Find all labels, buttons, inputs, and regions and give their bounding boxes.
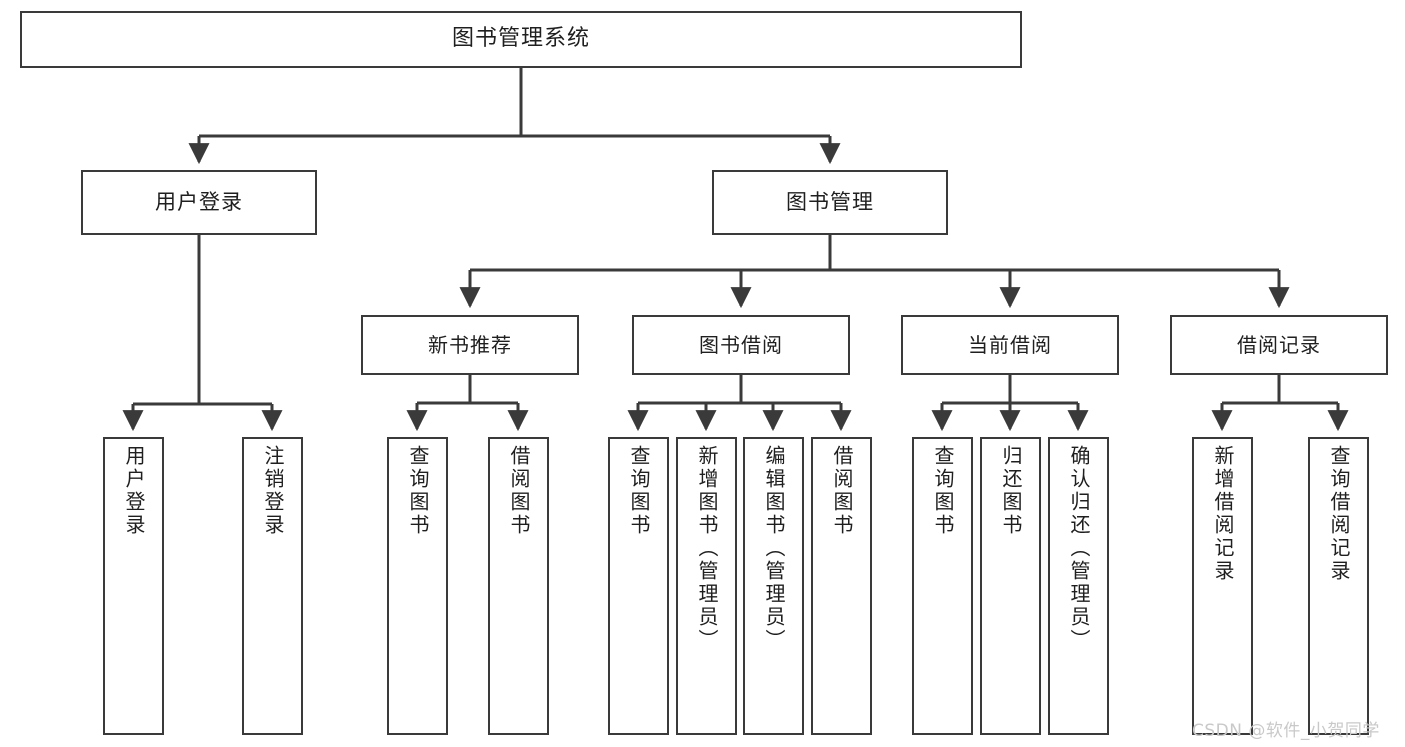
leaf-record-add[interactable]: 新增借阅记录 [1192,437,1253,735]
node-borrow-record[interactable]: 借阅记录 [1170,315,1388,375]
node-new-book-recommend-label: 新书推荐 [428,332,512,357]
node-book-manage[interactable]: 图书管理 [712,170,948,235]
node-new-book-recommend[interactable]: 新书推荐 [361,315,579,375]
leaf-borrow-borrow-book-label: 借阅图书 [830,445,854,537]
leaf-user-login-logout-label: 注销登录 [261,445,285,537]
leaf-borrow-edit-book-label: 编辑图书（管理员） [762,445,786,652]
leaf-borrow-query-book[interactable]: 查询图书 [608,437,669,735]
leaf-borrow-query-book-label: 查询图书 [627,445,651,537]
node-current-borrow[interactable]: 当前借阅 [901,315,1119,375]
leaf-new-book-query[interactable]: 查询图书 [387,437,448,735]
node-root-label: 图书管理系统 [451,26,590,52]
leaf-borrow-add-book[interactable]: 新增图书（管理员） [676,437,737,735]
leaf-current-return-book-label: 归还图书 [999,445,1023,537]
leaf-borrow-add-book-label: 新增图书（管理员） [695,445,719,652]
leaf-current-confirm-return[interactable]: 确认归还（管理员） [1048,437,1109,735]
node-user-login[interactable]: 用户登录 [81,170,317,235]
leaf-borrow-edit-book[interactable]: 编辑图书（管理员） [743,437,804,735]
leaf-record-query-label: 查询借阅记录 [1327,445,1351,583]
leaf-current-confirm-return-label: 确认归还（管理员） [1067,445,1091,652]
node-borrow-record-label: 借阅记录 [1237,332,1321,357]
leaf-record-add-label: 新增借阅记录 [1211,445,1235,583]
node-current-borrow-label: 当前借阅 [968,332,1052,357]
leaf-new-book-borrow-label: 借阅图书 [507,445,531,537]
leaf-current-query-book[interactable]: 查询图书 [912,437,973,735]
leaf-user-login-login-label: 用户登录 [122,445,146,537]
leaf-current-query-book-label: 查询图书 [931,445,955,537]
leaf-user-login-login[interactable]: 用户登录 [103,437,164,735]
node-root[interactable]: 图书管理系统 [20,11,1022,68]
node-book-manage-label: 图书管理 [786,189,874,214]
node-user-login-label: 用户登录 [155,189,243,214]
leaf-user-login-logout[interactable]: 注销登录 [242,437,303,735]
leaf-current-return-book[interactable]: 归还图书 [980,437,1041,735]
node-book-borrow-label: 图书借阅 [699,332,783,357]
leaf-borrow-borrow-book[interactable]: 借阅图书 [811,437,872,735]
leaf-record-query[interactable]: 查询借阅记录 [1308,437,1369,735]
leaf-new-book-query-label: 查询图书 [406,445,430,537]
watermark: CSDN @软件_小贺同学 [1192,721,1380,741]
node-book-borrow[interactable]: 图书借阅 [632,315,850,375]
leaf-new-book-borrow[interactable]: 借阅图书 [488,437,549,735]
